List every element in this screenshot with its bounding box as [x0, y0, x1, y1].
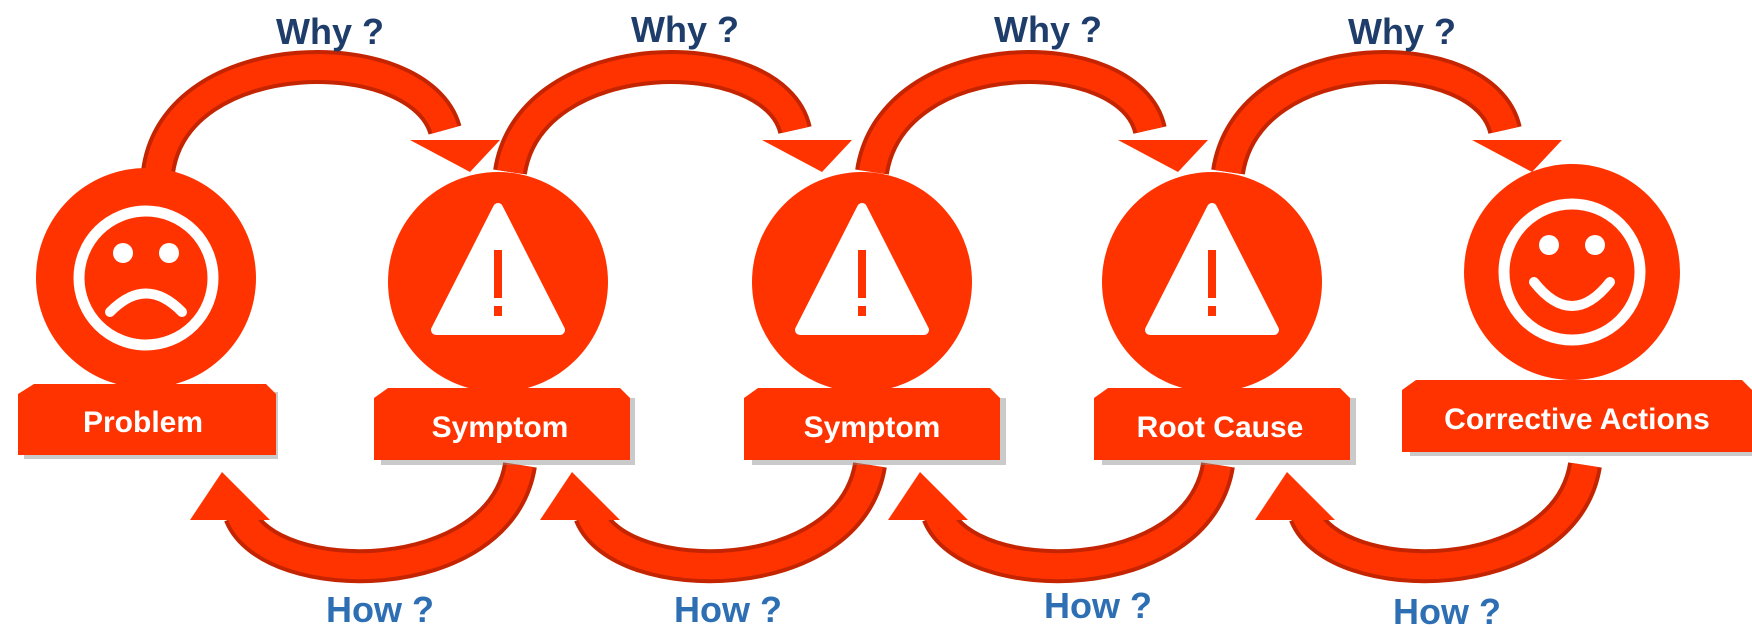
why-labels: Why ? Why ? Why ? Why ? [276, 9, 1456, 52]
sad-face-icon [73, 205, 219, 351]
why-label: Why ? [631, 9, 739, 50]
node-label-box [1094, 388, 1350, 460]
how-arrow-1 [190, 461, 537, 584]
how-arrow-3 [888, 461, 1235, 584]
node-label-box [744, 388, 1000, 460]
node-label-box [18, 384, 276, 455]
how-arrows [190, 461, 1602, 584]
why-arrow-2 [493, 50, 852, 176]
how-labels: How ? How ? How ? How ? [326, 585, 1501, 629]
warning-icon [431, 203, 565, 335]
happy-face-icon [1498, 198, 1646, 346]
node-symptom-2: Symptom [744, 172, 1006, 465]
warning-icon [1145, 203, 1279, 335]
why-label: Why ? [994, 9, 1102, 50]
node-label-box [374, 388, 630, 460]
how-label: How ? [1044, 585, 1152, 626]
why-arrow-3 [855, 50, 1208, 176]
why-arrow-4 [1211, 50, 1562, 176]
node-label-box [1402, 380, 1752, 452]
how-label: How ? [326, 589, 434, 629]
node-label: Problem [83, 406, 203, 439]
node-corrective-actions: Corrective Actions [1402, 164, 1752, 456]
node-root-cause: Root Cause [1094, 172, 1356, 465]
warning-icon [795, 203, 929, 335]
how-label: How ? [1393, 591, 1501, 629]
node-label: Root Cause [1137, 411, 1304, 444]
how-arrow-4 [1255, 461, 1602, 584]
node-problem: Problem [18, 168, 278, 459]
node-label: Symptom [432, 411, 569, 444]
node-symptom-1: Symptom [374, 172, 635, 465]
why-arrows [141, 50, 1562, 176]
how-label: How ? [674, 589, 782, 629]
why-arrow-1 [141, 50, 500, 176]
why-label: Why ? [276, 11, 384, 52]
node-label: Symptom [804, 411, 941, 444]
why-label: Why ? [1348, 11, 1456, 52]
node-label: Corrective Actions [1444, 403, 1710, 436]
how-arrow-2 [540, 461, 887, 584]
